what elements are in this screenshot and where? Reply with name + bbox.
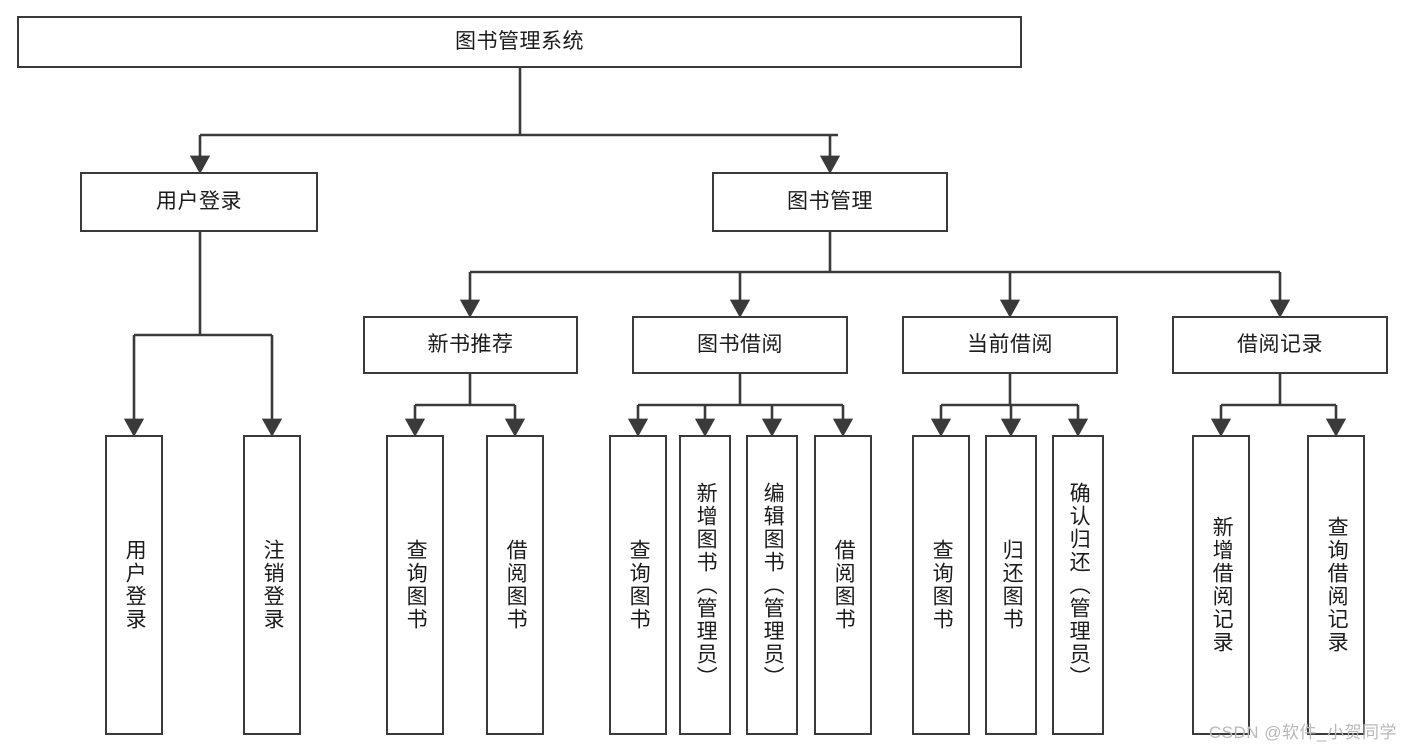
leaf-return-book[interactable]: 归还图书	[985, 435, 1037, 735]
leaf-query-book-current[interactable]: 查询图书	[912, 435, 970, 735]
leaf-query-borrow-record-label: 查询借阅记录	[1325, 516, 1349, 654]
leaf-borrow-book-label: 借阅图书	[832, 539, 856, 631]
node-book-borrow-label: 图书借阅	[697, 333, 783, 357]
node-user-login-label: 用户登录	[156, 190, 242, 214]
leaf-user-logout-label: 注销登录	[261, 539, 285, 631]
node-user-login[interactable]: 用户登录	[80, 172, 318, 232]
node-borrow-record-label: 借阅记录	[1237, 333, 1323, 357]
node-current-borrow[interactable]: 当前借阅	[902, 316, 1118, 374]
watermark: CSDN @软件_小贺同学	[1208, 723, 1397, 742]
node-book-manage[interactable]: 图书管理	[712, 172, 948, 232]
leaf-add-borrow-record-label: 新增借阅记录	[1210, 516, 1234, 654]
leaf-borrow-book-recommend-label: 借阅图书	[504, 539, 528, 631]
leaf-query-book-recommend[interactable]: 查询图书	[386, 435, 444, 735]
node-borrow-record[interactable]: 借阅记录	[1172, 316, 1388, 374]
leaf-edit-book-admin-label: 编辑图书（管理员）	[761, 481, 785, 689]
node-root[interactable]: 图书管理系统	[17, 16, 1022, 68]
leaf-add-borrow-record[interactable]: 新增借阅记录	[1192, 435, 1250, 735]
leaf-confirm-return-admin-label: 确认归还（管理员）	[1067, 481, 1091, 689]
leaf-query-book-borrow-label: 查询图书	[627, 539, 651, 631]
leaf-query-borrow-record[interactable]: 查询借阅记录	[1307, 435, 1365, 735]
leaf-borrow-book[interactable]: 借阅图书	[814, 435, 872, 735]
node-current-borrow-label: 当前借阅	[967, 333, 1053, 357]
leaf-confirm-return-admin[interactable]: 确认归还（管理员）	[1052, 435, 1104, 735]
node-root-label: 图书管理系统	[455, 30, 584, 54]
node-new-book-recommend-label: 新书推荐	[427, 333, 514, 357]
leaf-query-book-recommend-label: 查询图书	[404, 539, 428, 631]
leaf-edit-book-admin[interactable]: 编辑图书（管理员）	[746, 435, 798, 735]
leaf-query-book-borrow[interactable]: 查询图书	[609, 435, 667, 735]
leaf-query-book-current-label: 查询图书	[930, 539, 954, 631]
leaf-borrow-book-recommend[interactable]: 借阅图书	[486, 435, 544, 735]
node-book-manage-label: 图书管理	[787, 190, 873, 214]
node-book-borrow[interactable]: 图书借阅	[632, 316, 848, 374]
leaf-add-book-admin[interactable]: 新增图书（管理员）	[679, 435, 731, 735]
leaf-add-book-admin-label: 新增图书（管理员）	[694, 481, 718, 689]
leaf-user-login-label: 用户登录	[123, 539, 147, 631]
node-new-book-recommend[interactable]: 新书推荐	[363, 316, 578, 374]
leaf-return-book-label: 归还图书	[1000, 539, 1024, 631]
leaf-user-login[interactable]: 用户登录	[105, 435, 163, 735]
leaf-user-logout[interactable]: 注销登录	[243, 435, 301, 735]
